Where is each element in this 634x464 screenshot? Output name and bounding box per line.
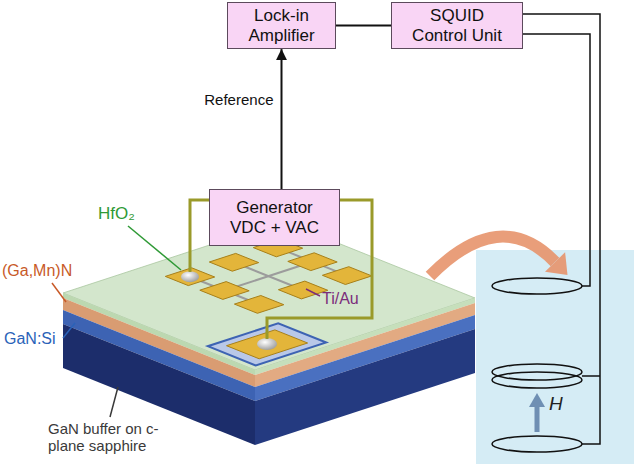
contact-pads	[165, 239, 371, 313]
layer-label: GaN:Si	[4, 330, 56, 348]
instrument-box: SQUID Control Unit	[391, 2, 523, 49]
leader-line	[110, 387, 118, 417]
contact-pad	[209, 253, 258, 271]
transfer-arrow	[430, 237, 555, 276]
transfer-arrowhead	[545, 252, 568, 275]
layer-label: (Ga,Mn)N	[2, 262, 72, 280]
box-text: Lock-in Amplifier	[233, 6, 330, 45]
contact-pad	[322, 267, 371, 285]
edge-label: Reference	[202, 91, 275, 108]
squid-lead	[582, 375, 600, 377]
coil	[492, 372, 582, 388]
box-text: VDC + VAC	[230, 218, 319, 238]
wire	[190, 200, 209, 272]
measurement-panel	[476, 250, 634, 464]
contact-pad	[200, 282, 249, 300]
box-text: SQUID Control Unit	[407, 6, 507, 45]
wire-bond	[257, 338, 277, 350]
contact-pad	[288, 253, 337, 271]
coil	[492, 278, 582, 294]
instrument-box: GeneratorVDC + VAC	[209, 189, 340, 246]
coil	[492, 436, 582, 452]
wire-bond	[181, 271, 199, 282]
leader-line	[128, 226, 181, 270]
instrument-box: Lock-in Amplifier	[227, 2, 336, 49]
field-label: H	[549, 393, 563, 415]
leader-line	[52, 283, 66, 302]
contact-label: Ti/Au	[322, 290, 359, 308]
substrate-label: GaN buffer on c-plane sapphire	[48, 420, 174, 455]
box-text: Generator	[236, 198, 313, 218]
leader-line	[306, 289, 320, 296]
contact-pad	[278, 281, 327, 299]
connector	[336, 25, 391, 27]
field-arrowhead	[529, 393, 545, 407]
connector	[281, 49, 283, 189]
field-arrow	[535, 405, 540, 432]
leader-line	[63, 323, 75, 338]
layer-label: HfO₂	[98, 204, 135, 224]
contact-pad	[234, 296, 283, 314]
